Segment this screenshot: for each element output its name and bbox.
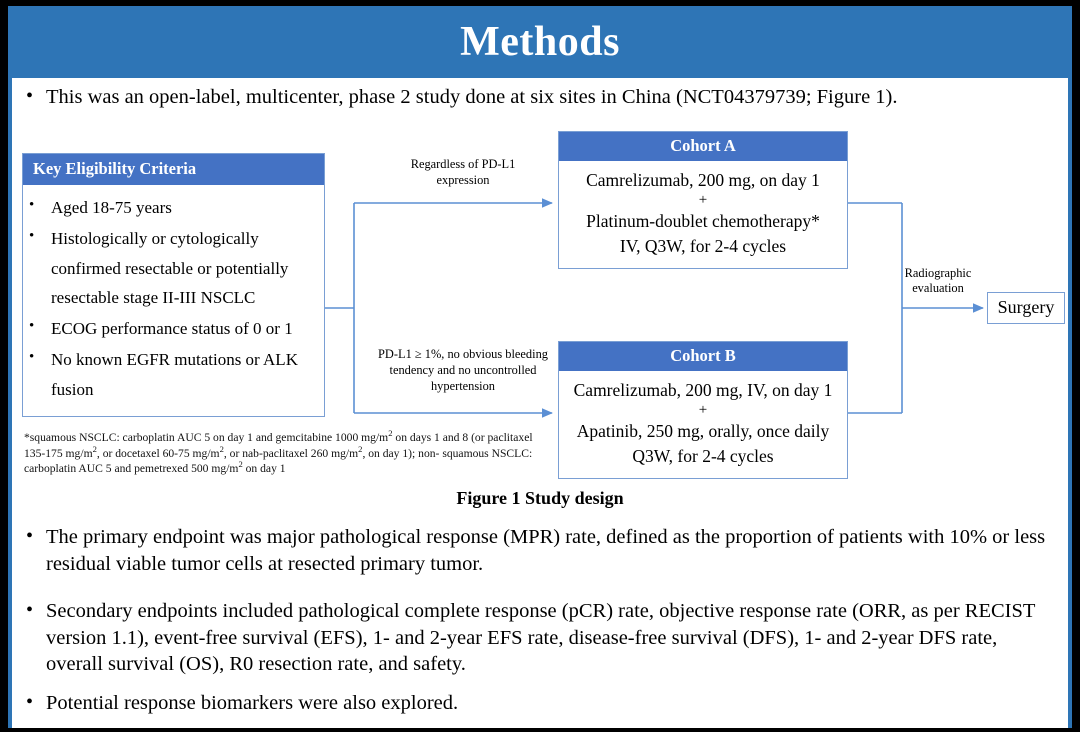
footnote-sup: 2: [238, 459, 243, 470]
cohort-a-line2: Platinum-doublet chemotherapy*: [586, 210, 820, 231]
connector-label-regardless-pdl1: Regardless of PD-L1 expression: [410, 157, 516, 188]
lead-bullet-text: This was an open-label, multicenter, pha…: [46, 86, 898, 108]
bullet-marker: •: [29, 197, 35, 214]
eligibility-card-header: Key Eligibility Criteria: [23, 154, 324, 186]
cohort-a-plus: +: [698, 191, 708, 208]
cohort-b-line3: Q3W, for 2-4 cycles: [632, 445, 774, 466]
bullet-marker: •: [26, 599, 34, 621]
eligibility-item: • Histologically or cytologically confir…: [29, 224, 316, 312]
endpoint-bullet-primary: • The primary endpoint was major patholo…: [26, 524, 1054, 577]
eligibility-item: • No known EGFR mutations or ALK fusion: [29, 345, 316, 403]
cohort-b-line2: Apatinib, 250 mg, orally, once daily: [576, 420, 830, 441]
eligibility-item-label: No known EGFR mutations or ALK fusion: [51, 350, 298, 399]
cohort-b-plus: +: [698, 401, 708, 418]
surgery-label: Surgery: [997, 297, 1055, 317]
chemotherapy-footnote: *squamous NSCLC: carboplatin AUC 5 on da…: [24, 428, 554, 477]
footnote-sup: 2: [358, 443, 363, 454]
endpoint-bullet-secondary-text: Secondary endpoints included pathologica…: [46, 600, 1036, 676]
bullet-marker: •: [29, 228, 35, 245]
footnote-line1-b: on days 1 and 8 (or: [392, 431, 485, 444]
endpoint-bullet-biomarkers-text: Potential response biomarkers were also …: [46, 692, 459, 714]
eligibility-item-label: ECOG performance status of 0 or 1: [51, 319, 293, 339]
cohort-a-body: Camrelizumab, 200 mg, on day 1 + Platinu…: [559, 161, 847, 268]
footnote-line3-b: on day 1: [242, 462, 286, 476]
endpoint-bullet-primary-text: The primary endpoint was major pathologi…: [46, 526, 1046, 575]
slide-canvas: Methods • This was an open-label, multic…: [8, 6, 1072, 728]
cohort-a-line3: IV, Q3W, for 2-4 cycles: [619, 235, 787, 256]
cohort-a-line1: Camrelizumab, 200 mg, on day 1: [586, 170, 820, 191]
bullet-marker: •: [26, 85, 34, 107]
footnote-sup: 2: [388, 428, 393, 439]
endpoint-bullet-biomarkers: • Potential response biomarkers were als…: [26, 690, 1054, 717]
surgery-node: Surgery: [987, 292, 1065, 324]
cohort-b-body: Camrelizumab, 200 mg, IV, on day 1 + Apa…: [559, 371, 847, 478]
footnote-line2-d: , on day 1); non-: [362, 446, 440, 460]
eligibility-item-label: Histologically or cytologically confirme…: [51, 229, 289, 307]
cohort-a-header: Cohort A: [559, 132, 847, 162]
bullet-marker: •: [29, 318, 35, 335]
footnote-line2-c: , or nab-paclitaxel 260 mg/m: [223, 446, 359, 460]
footnote-line2-a: paclitaxel 135-175 mg/m: [24, 431, 533, 460]
footnote-sup: 2: [219, 443, 224, 454]
connector-label-radiographic-evaluation: Radiographic evaluation: [904, 266, 972, 296]
eligibility-item-label: Aged 18-75 years: [51, 198, 172, 218]
lead-bullet: • This was an open-label, multicenter, p…: [26, 84, 1056, 111]
bullet-marker: •: [26, 525, 34, 547]
eligibility-item: • ECOG performance status of 0 or 1: [29, 314, 316, 343]
cohort-b-card: Cohort B Camrelizumab, 200 mg, IV, on da…: [558, 341, 848, 480]
page-title: Methods: [460, 19, 620, 65]
footnote-line3-a: squamous NSCLC: carboplatin AUC 5 and pe…: [24, 446, 533, 476]
bullet-marker: •: [29, 349, 35, 366]
eligibility-card-body: • Aged 18-75 years • Histologically or c…: [23, 185, 324, 416]
footnote-line1-a: *squamous NSCLC: carboplatin AUC 5 on da…: [24, 431, 389, 444]
footnote-sup: 2: [92, 443, 97, 454]
figure-caption: Figure 1 Study design: [456, 488, 624, 508]
cohort-b-header: Cohort B: [559, 342, 847, 372]
bullet-marker: •: [26, 691, 34, 713]
footnote-line2-b: , or docetaxel 60-75 mg/m: [96, 446, 220, 460]
eligibility-item: • Aged 18-75 years: [29, 193, 316, 222]
endpoint-bullet-secondary: • Secondary endpoints included pathologi…: [26, 598, 1054, 678]
cohort-b-line1: Camrelizumab, 200 mg, IV, on day 1: [573, 380, 833, 401]
right-accent-rail: [1068, 6, 1072, 728]
eligibility-criteria-card: Key Eligibility Criteria • Aged 18-75 ye…: [22, 153, 325, 417]
connector-label-pdl1-criteria: PD-L1 ≥ 1%, no obvious bleeding tendency…: [378, 347, 548, 394]
left-accent-rail: [8, 6, 12, 728]
cohort-a-card: Cohort A Camrelizumab, 200 mg, on day 1 …: [558, 131, 848, 270]
study-design-figure: Key Eligibility Criteria • Aged 18-75 ye…: [12, 118, 1068, 508]
title-banner: Methods: [12, 6, 1068, 78]
